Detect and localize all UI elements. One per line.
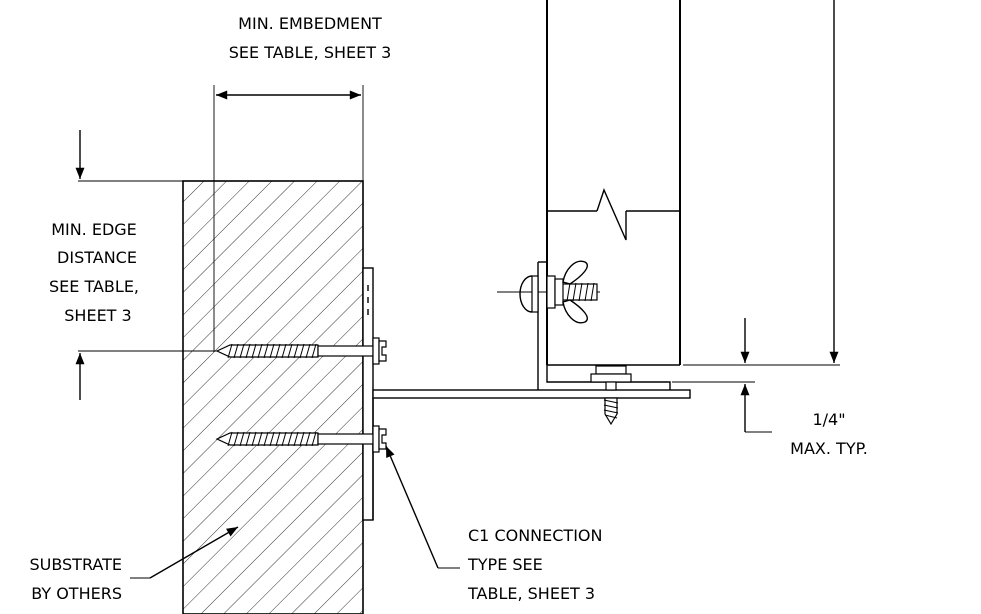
substrate-block — [182, 180, 364, 614]
gap-label-line2: MAX. TYP. — [790, 439, 868, 458]
lower-lag-screw — [215, 425, 387, 453]
embedment-dimension — [213, 85, 364, 352]
gap-dimension — [672, 0, 840, 433]
substrate-leader — [130, 526, 239, 579]
substrate-label-line2: BY OTHERS — [31, 584, 122, 603]
vertical-screw — [590, 365, 632, 426]
c1-label-line3: TABLE, SHEET 3 — [467, 584, 595, 603]
embedment-label-line1: MIN. EMBEDMENT — [238, 14, 382, 33]
embedment-label-line2: SEE TABLE, SHEET 3 — [229, 43, 392, 62]
gap-label-line1: 1/4" — [812, 410, 845, 429]
upper-lag-screw — [215, 337, 387, 365]
wall-bracket — [362, 267, 691, 521]
c1-label-line1: C1 CONNECTION — [468, 526, 602, 545]
wing-nut-bolt — [497, 260, 600, 324]
edge-label-line4: SHEET 3 — [64, 306, 131, 325]
edge-label-line1: MIN. EDGE — [51, 220, 137, 239]
edge-distance-dimension — [75, 130, 217, 400]
c1-leader — [385, 445, 460, 569]
substrate-label-line1: SUBSTRATE — [29, 555, 122, 574]
c1-label-line2: TYPE SEE — [467, 555, 543, 574]
edge-label-line3: SEE TABLE, — [49, 277, 139, 296]
edge-label-line2: DISTANCE — [57, 248, 137, 267]
